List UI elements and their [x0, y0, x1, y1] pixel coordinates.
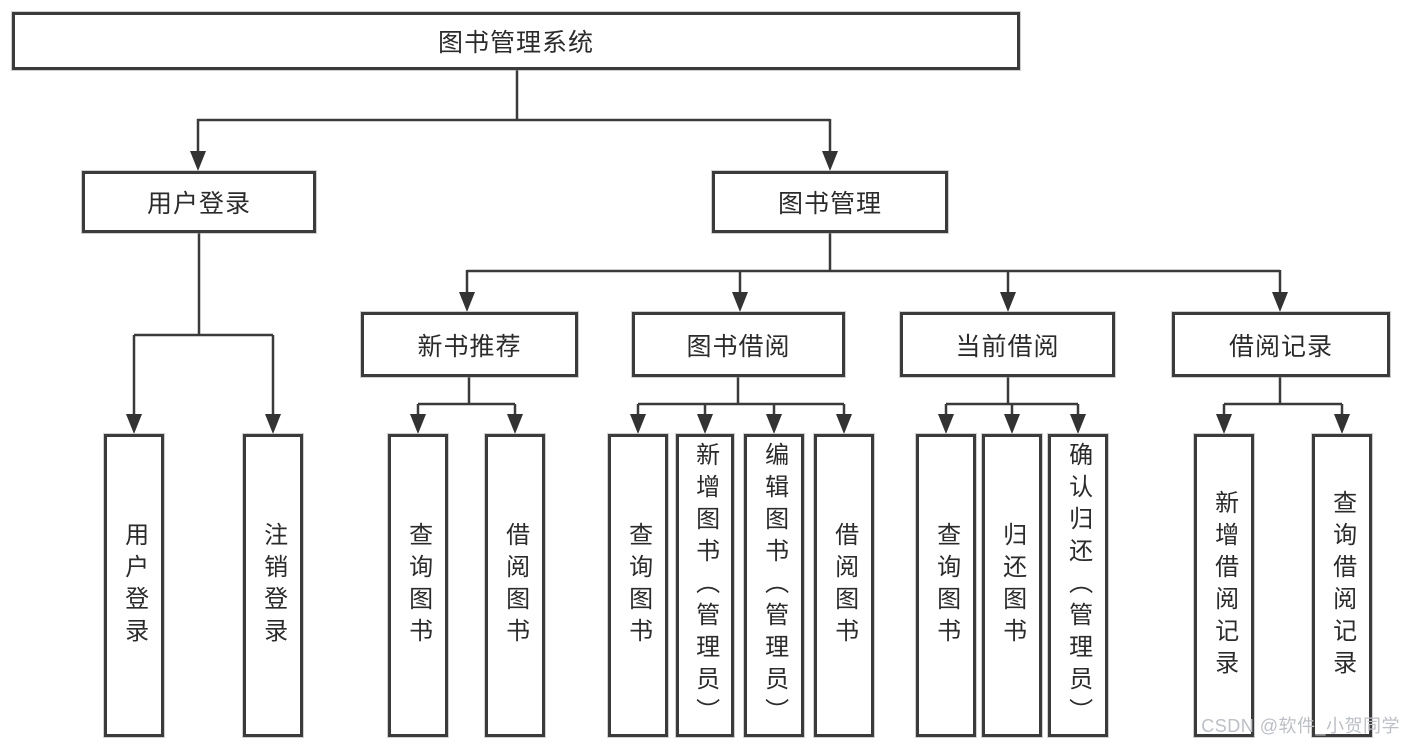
node-new-book-recommend: 新书推荐 — [361, 312, 578, 377]
leaf-confirm-return-admin: 确认归还（管理员） — [1048, 434, 1108, 737]
leaf-add-books-admin: 新增图书（管理员） — [676, 434, 734, 737]
leaf-label: 查询借阅记录 — [1328, 489, 1356, 682]
leaf-query-books-recommend: 查询图书 — [388, 434, 448, 737]
leaf-add-borrow-record: 新增借阅记录 — [1194, 434, 1254, 737]
leaf-logout: 注销登录 — [243, 434, 303, 737]
leaf-label: 新增借阅记录 — [1210, 489, 1238, 682]
leaf-label: 查询图书 — [932, 521, 960, 650]
leaf-borrow-books: 借阅图书 — [814, 434, 874, 737]
leaf-query-books-current: 查询图书 — [916, 434, 976, 737]
leaf-label: 注销登录 — [259, 521, 287, 650]
node-current-borrow: 当前借阅 — [900, 312, 1115, 377]
leaf-query-books-borrow: 查询图书 — [608, 434, 668, 737]
csdn-watermark: CSDN @软件_小贺同学 — [1201, 716, 1400, 736]
node-book-borrow: 图书借阅 — [632, 312, 845, 377]
leaf-label: 归还图书 — [998, 521, 1026, 650]
leaf-label: 查询图书 — [404, 521, 432, 650]
node-root: 图书管理系统 — [12, 12, 1020, 70]
leaf-label: 确认归还（管理员） — [1064, 441, 1092, 730]
leaf-user-login: 用户登录 — [104, 434, 164, 737]
leaf-query-borrow-record: 查询借阅记录 — [1312, 434, 1372, 737]
node-book-management: 图书管理 — [712, 171, 948, 233]
leaf-label: 新增图书（管理员） — [691, 441, 719, 730]
node-user-login: 用户登录 — [82, 171, 316, 233]
leaf-label: 用户登录 — [120, 521, 148, 650]
leaf-label: 编辑图书（管理员） — [760, 441, 788, 730]
leaf-label: 借阅图书 — [501, 521, 529, 650]
leaf-return-books: 归还图书 — [982, 434, 1042, 737]
leaf-borrow-books-recommend: 借阅图书 — [485, 434, 545, 737]
node-borrow-records: 借阅记录 — [1172, 312, 1390, 377]
leaf-edit-books-admin: 编辑图书（管理员） — [744, 434, 804, 737]
leaf-label: 借阅图书 — [830, 521, 858, 650]
leaf-label: 查询图书 — [624, 521, 652, 650]
